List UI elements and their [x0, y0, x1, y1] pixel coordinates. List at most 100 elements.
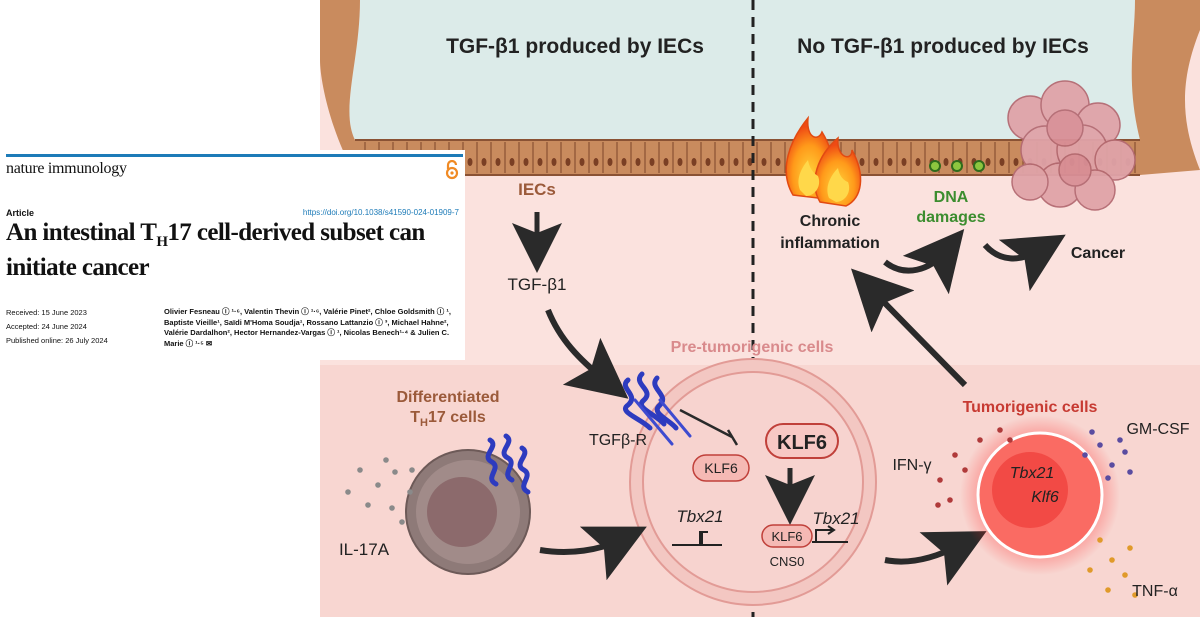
tbx21-right-label: Tbx21 [812, 509, 859, 528]
il17a-dots [345, 457, 415, 525]
pre-tumorigenic-cell [629, 358, 877, 606]
epithelial-nucleus [985, 158, 991, 166]
paper-card: nature immunology Article https://doi.or… [0, 150, 465, 360]
il17a-dot [345, 489, 351, 495]
klf6-small-label: KLF6 [771, 529, 802, 544]
epithelial-nucleus [691, 158, 697, 166]
cytokine-dot [1082, 452, 1088, 458]
cytokine-dot [1097, 442, 1103, 448]
epithelial-nucleus [621, 158, 627, 166]
epithelial-nucleus [859, 158, 865, 166]
cytokine-dot [1122, 449, 1128, 455]
published-date: Published online: 26 July 2024 [6, 336, 108, 345]
epithelial-nucleus [523, 158, 529, 166]
epithelial-nucleus [719, 158, 725, 166]
article-type: Article [6, 208, 35, 218]
open-access-icon[interactable] [444, 160, 460, 180]
epithelial-nucleus [873, 158, 879, 166]
pretumor-to-tumor-arrow [884, 531, 987, 586]
cancer-cell-cluster [1007, 80, 1136, 211]
cytokine-dot [1105, 587, 1111, 593]
cytokine-dot [1097, 537, 1103, 543]
cytokine-dot [1127, 469, 1133, 475]
th17-to-pretumor-arrow [539, 526, 647, 581]
klf6-big-label: KLF6 [777, 432, 827, 454]
il17a-dot [389, 505, 395, 511]
paper-dates: Received: 15 June 2023 Accepted: 24 June… [6, 306, 108, 348]
accepted-date: Accepted: 24 June 2024 [6, 322, 87, 331]
tbx21-right-gene [812, 529, 848, 543]
nucleus-klf6-label: Klf6 [1031, 489, 1059, 506]
il17a-dot [383, 457, 389, 463]
cancer-label: Cancer [1071, 245, 1125, 262]
klf6-box [692, 454, 750, 482]
journal-name: nature immunology [6, 160, 127, 177]
dna-to-cancer-arrow [982, 234, 1066, 292]
nucleus-tbx21-label: Tbx21 [1010, 465, 1054, 482]
epithelial-nucleus [565, 158, 571, 166]
received-date: Received: 15 June 2023 [6, 308, 87, 317]
cytokine-dot [1109, 557, 1115, 563]
epithelial-nucleus [887, 158, 893, 166]
epithelial-nucleus [747, 158, 753, 166]
cytokine-dot [937, 477, 943, 483]
epithelial-nucleus [649, 158, 655, 166]
epithelial-nucleus [635, 158, 641, 166]
cytokine-dot [1132, 592, 1138, 598]
cytokine-dot [962, 467, 968, 473]
header-left: TGF-β1 produced by IECs [446, 35, 704, 58]
epithelial-nucleus [495, 158, 501, 166]
epithelial-nucleus [663, 158, 669, 166]
header-right: No TGF-β1 produced by IECs [797, 35, 1089, 58]
cytokine-dot [1109, 462, 1115, 468]
epithelial-nucleus [677, 158, 683, 166]
cytokine-dot [997, 427, 1003, 433]
inhibition-line [679, 408, 739, 446]
epithelial-nucleus [593, 158, 599, 166]
gm-csf-label: GM-CSF [1126, 421, 1189, 438]
doi-link[interactable]: https://doi.org/10.1038/s41590-024-01909… [302, 208, 459, 217]
il17a-dot [375, 482, 381, 488]
cns0-label: CNS0 [770, 554, 805, 569]
cytokine-dot [952, 452, 958, 458]
tbx21-left-promoter-icon [699, 531, 708, 545]
epithelial-nucleus [775, 158, 781, 166]
inflammation-to-dna-arrow [883, 228, 965, 295]
cytokine-dot [947, 497, 953, 503]
epithelial-nucleus [761, 158, 767, 166]
cytokine-dot [935, 502, 941, 508]
tgfb-receptor-icon [622, 371, 692, 446]
tgf-to-receptor-arrow [545, 308, 629, 399]
epithelial-nucleus [607, 158, 613, 166]
epithelial-nucleus [915, 158, 921, 166]
klf6-box-label: KLF6 [704, 460, 738, 476]
differentiated-label-line1: Differentiated [396, 389, 499, 406]
epithelial-nucleus [943, 158, 949, 166]
tumorigenic-label: Tumorigenic cells [963, 399, 1098, 416]
paper-title: An intestinal TH17 cell-derived subset c… [6, 219, 425, 281]
il17a-dot [409, 467, 415, 473]
cytokine-dot [1122, 572, 1128, 578]
intestinal-lumen [349, 0, 1140, 140]
il17a-dot [399, 519, 405, 525]
epithelial-nucleus [537, 158, 543, 166]
differentiated-label-line2: TH17 cells [410, 409, 486, 429]
dna-damage-dots [929, 160, 985, 172]
chronic-label-line1: Chronic [800, 213, 861, 230]
dna-label-line1: DNA [934, 189, 969, 206]
cytokine-dot [977, 437, 983, 443]
iecs-label: IECs [518, 180, 556, 199]
epithelial-nucleus [1013, 158, 1019, 166]
th17-receptor-icon [485, 433, 531, 495]
tbx21-right-arrowhead-icon [827, 525, 836, 535]
il17a-dot [357, 467, 363, 473]
th17-cell [405, 449, 531, 575]
epithelial-nucleus [509, 158, 515, 166]
fire-icon [785, 115, 862, 207]
cytokine-dot [1007, 437, 1013, 443]
epithelial-nucleus [579, 158, 585, 166]
il17a-dot [407, 489, 413, 495]
cytokine-dot [1089, 429, 1095, 435]
epithelial-nucleus [705, 158, 711, 166]
